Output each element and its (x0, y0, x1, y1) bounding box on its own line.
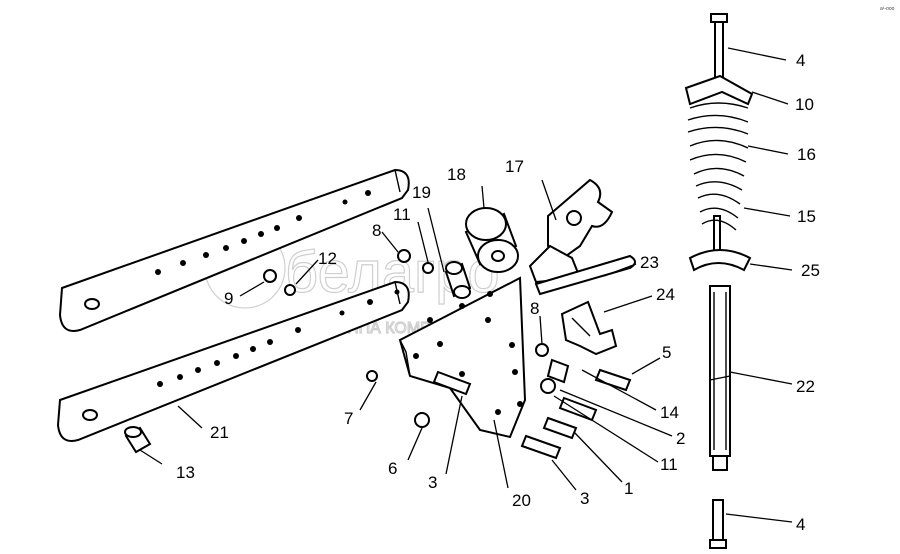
mounting-plate-20 (398, 276, 527, 439)
label-11-bottom: 11 (660, 455, 678, 474)
nut-8-top (397, 249, 411, 263)
bolt-14 (558, 396, 598, 422)
label-2: 2 (676, 429, 685, 448)
nut-9 (263, 269, 277, 283)
label-20: 20 (512, 491, 531, 510)
bolt-5 (594, 368, 632, 392)
label-8-mid: 8 (530, 299, 539, 318)
fasteners (263, 249, 632, 460)
label-7: 7 (344, 409, 353, 428)
label-15: 15 (797, 207, 816, 226)
label-12: 12 (318, 249, 337, 268)
bushing-2 (546, 358, 570, 384)
upper-link-arm (58, 168, 410, 332)
washer-11-top (422, 262, 434, 274)
label-17: 17 (505, 157, 524, 176)
bushing-13 (124, 426, 152, 454)
label-23: 23 (640, 253, 659, 272)
label-25: 25 (801, 261, 820, 280)
bolt-3-left (432, 370, 472, 396)
label-24: 24 (656, 285, 675, 304)
label-11-top: 11 (393, 205, 411, 224)
washer-11 (540, 378, 556, 394)
label-9: 9 (224, 289, 233, 308)
bolt-3-right (520, 434, 562, 460)
washer-12 (284, 284, 296, 296)
label-10: 10 (795, 95, 814, 114)
spring-assembly (684, 13, 754, 549)
clamp-24 (560, 300, 618, 356)
bolt-1 (542, 416, 578, 440)
label-1: 1 (624, 479, 633, 498)
label-13: 13 (176, 463, 195, 482)
label-4-top: 4 (796, 51, 805, 70)
label-3-left: 3 (428, 473, 437, 492)
label-21: 21 (210, 423, 229, 442)
bushing-19 (444, 261, 472, 299)
label-22: 22 (796, 377, 815, 396)
leader-lines (139, 47, 793, 523)
nut-8-mid (535, 343, 549, 357)
label-3-right: 3 (580, 489, 589, 508)
label-5: 5 (662, 343, 671, 362)
nut-6 (414, 412, 430, 428)
corner-code: a¹-ooo (880, 6, 895, 12)
label-8-top: 8 (372, 221, 381, 240)
label-14: 14 (660, 403, 679, 422)
washer-7 (366, 370, 378, 382)
roller-18 (464, 207, 519, 273)
part-labels: 4 10 16 15 25 22 4 17 18 19 11 8 12 9 23… (176, 51, 820, 534)
label-4-bottom: 4 (796, 515, 805, 534)
label-19: 19 (412, 183, 431, 202)
label-18: 18 (447, 165, 466, 184)
label-16: 16 (797, 145, 816, 164)
bar-23 (534, 254, 636, 296)
lower-link-arm (56, 280, 410, 442)
label-6: 6 (388, 459, 397, 478)
